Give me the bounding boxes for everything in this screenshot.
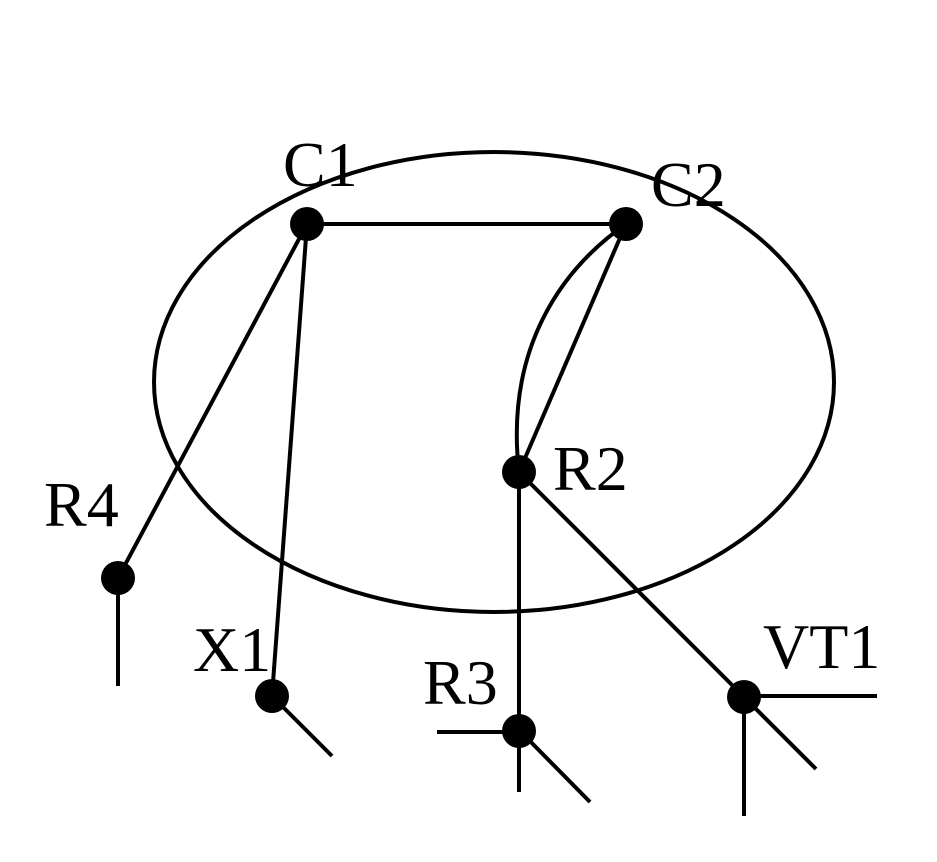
edge-c2-r2-straight <box>517 223 628 473</box>
edge-c1-r4 <box>116 223 309 579</box>
node-c2 <box>609 207 643 241</box>
label-vt1: VT1 <box>763 611 880 682</box>
label-x1: X1 <box>193 614 271 685</box>
boundary-ellipse <box>152 150 836 614</box>
label-r2: R2 <box>553 433 628 504</box>
label-r4: R4 <box>44 469 119 540</box>
label-c1: C1 <box>283 129 358 200</box>
node-r3 <box>502 714 536 748</box>
label-c2: C2 <box>651 149 726 220</box>
node-c1 <box>290 207 324 241</box>
edge-c2-r2-curved <box>514 222 628 473</box>
node-r2 <box>502 455 536 489</box>
edge-r2-vt1 <box>517 470 746 699</box>
node-vt1 <box>727 680 761 714</box>
label-r3: R3 <box>423 647 498 718</box>
edge-c1-x1 <box>270 223 309 697</box>
node-x1 <box>255 679 289 713</box>
node-r4 <box>101 561 135 595</box>
